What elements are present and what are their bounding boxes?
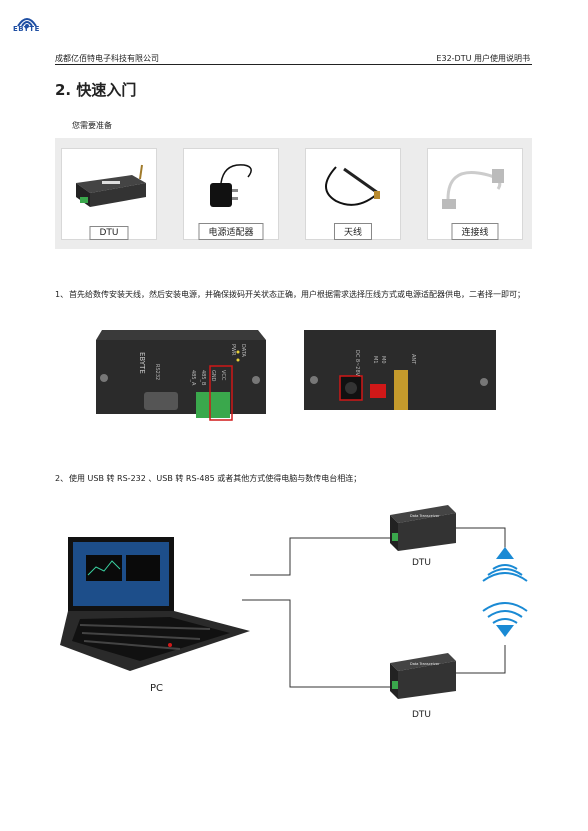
m0-label: M0 xyxy=(380,356,386,364)
step-text: 首先给数传安装天线，然后安装电源，并确保拨码开关状态正确，用户根据需求选择压线方… xyxy=(69,290,525,299)
antenna-icon xyxy=(325,166,380,206)
m1-label: M1 xyxy=(372,356,378,364)
pc-label: PC xyxy=(150,683,163,694)
item-card-power: 电源适配器 xyxy=(183,148,279,240)
logo-text: EBYTE xyxy=(13,25,40,33)
step-text: 使用 USB 转 RS-232 、USB 转 RS-485 或者其他方式使得电脑… xyxy=(69,474,362,483)
step-number: 2、 xyxy=(55,474,69,483)
item-label-antenna: 天线 xyxy=(333,223,373,240)
status-data: DATA xyxy=(240,344,246,357)
pin-label-gnd: GND xyxy=(210,370,216,382)
section-title: 2. 快速入门 xyxy=(55,81,137,99)
top-device-text: Data Transceiver xyxy=(410,514,440,518)
antenna-connector xyxy=(394,370,408,410)
item-card-cable: 连接线 xyxy=(427,148,523,240)
connection-diagram: PC Data Transceiver DTU Data Transceiver… xyxy=(60,505,528,720)
pin-label-vcc: VCC xyxy=(220,370,226,381)
item-card-dtu: DTU xyxy=(61,148,157,240)
bottom-device-text: Data Transceiver xyxy=(410,662,440,666)
dtu-power-photo: DC 8~28V M1 M0 ANT xyxy=(304,330,496,410)
wireless-signal-icon xyxy=(482,602,528,637)
prep-label: 您需要准备 xyxy=(72,121,112,130)
header-divider xyxy=(55,64,532,65)
items-gallery: DTU 电源适配器 天线 连接线 xyxy=(55,138,532,249)
dtu-top-label: DTU xyxy=(412,558,431,568)
wireless-signal-icon xyxy=(482,547,528,582)
dip-switch[interactable] xyxy=(370,384,386,398)
dtu-terminal-photo: EBYTE RS232 485_A 485_B GND VCC PWR DATA xyxy=(96,330,266,421)
step-2: 2、 使用 USB 转 RS-232 、USB 转 RS-485 或者其他方式使… xyxy=(55,472,535,488)
wire-to-bottom-dtu xyxy=(242,599,390,688)
pin-label-485a: 485_A xyxy=(190,370,196,386)
pin-label-485b: 485_B xyxy=(200,370,206,386)
dtu-bottom-device: Data Transceiver xyxy=(390,653,456,699)
item-label-dtu: DTU xyxy=(89,226,129,240)
step-number: 1、 xyxy=(55,290,69,299)
item-card-antenna: 天线 xyxy=(305,148,401,240)
wire-to-top-dtu xyxy=(250,537,390,576)
dtu-device-icon xyxy=(76,164,146,207)
power-adapter-icon xyxy=(210,164,252,207)
ebyte-logo-icon xyxy=(17,18,37,28)
laptop-pc xyxy=(60,537,250,671)
photo1-brand: EBYTE xyxy=(138,352,146,374)
serial-cable-icon xyxy=(442,169,504,209)
ant-label: ANT xyxy=(410,354,416,365)
item-label-cable: 连接线 xyxy=(451,223,499,240)
db9-port xyxy=(144,392,178,410)
power-pin-highlight xyxy=(209,365,233,421)
header-company: 成都亿佰特电子科技有限公司 xyxy=(55,54,159,63)
header-doc-title: E32-DTU 用户使用说明书 xyxy=(436,54,530,63)
status-pwr: PWR xyxy=(230,344,236,356)
dtu-top-device: Data Transceiver xyxy=(390,505,456,551)
item-label-power: 电源适配器 xyxy=(198,223,264,240)
dtu-bottom-label: DTU xyxy=(412,710,431,720)
photo1-port: RS232 xyxy=(154,364,160,380)
dc-label: DC 8~28V xyxy=(354,350,360,377)
step-1: 1、 首先给数传安装天线，然后安装电源，并确保拨码开关状态正确，用户根据需求选择… xyxy=(55,288,535,318)
terminal-block xyxy=(196,392,230,418)
